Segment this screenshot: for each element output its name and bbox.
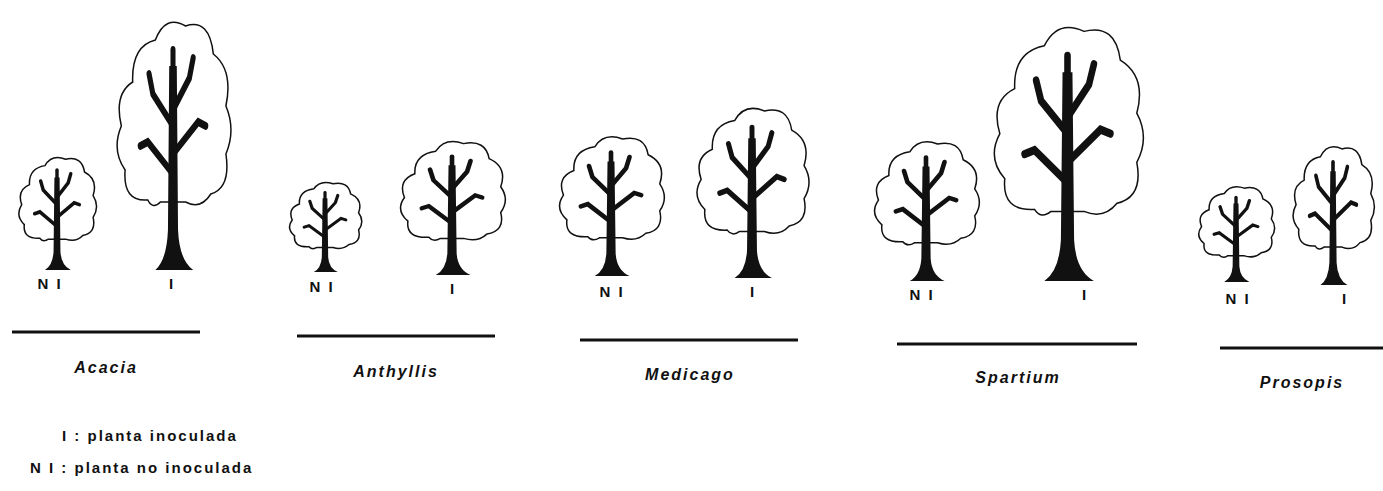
plant-label: N I bbox=[309, 279, 334, 294]
genus-name: Medicago bbox=[645, 367, 735, 383]
legend-text: N I : planta no inoculada bbox=[30, 460, 253, 475]
genus-name: Acacia bbox=[74, 360, 138, 376]
plant-label: N I bbox=[37, 276, 62, 291]
plant-label: I bbox=[450, 281, 456, 296]
genus-name: Prosopis bbox=[1260, 375, 1344, 391]
genus-name: Anthyllis bbox=[353, 364, 439, 380]
plant-label: N I bbox=[599, 284, 624, 299]
legend-text: I : planta inoculada bbox=[62, 428, 238, 443]
plant-label: N I bbox=[909, 287, 934, 302]
plant-label: I bbox=[169, 276, 175, 291]
plant-label: I bbox=[750, 284, 756, 299]
plant-label: I bbox=[1082, 287, 1088, 302]
plant-label: I bbox=[1342, 291, 1348, 306]
genus-name: Spartium bbox=[975, 370, 1060, 386]
plant-label: N I bbox=[1225, 291, 1250, 306]
